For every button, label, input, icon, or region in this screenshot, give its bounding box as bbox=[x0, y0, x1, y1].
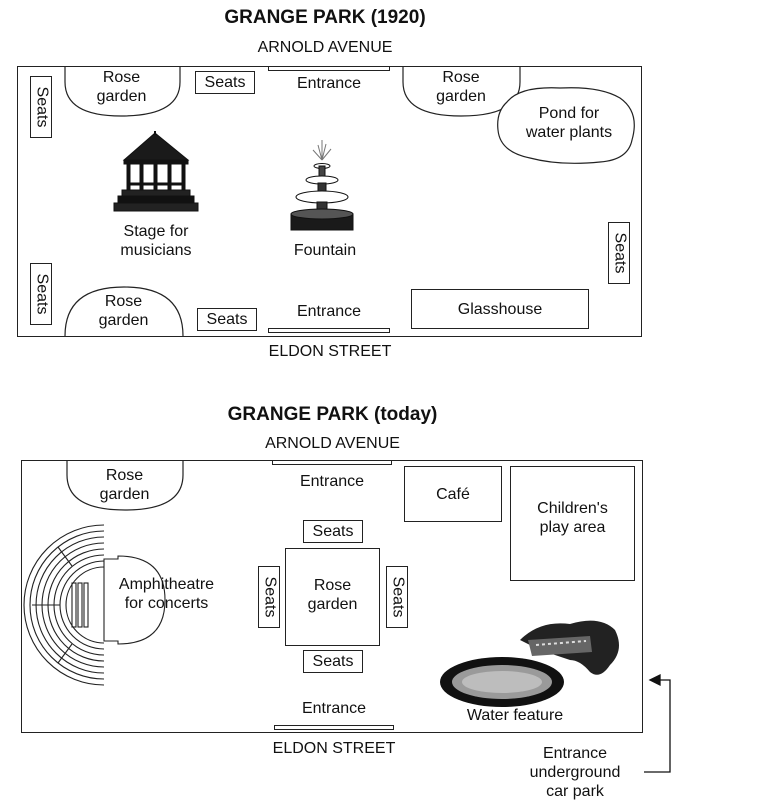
seats-top-today: Seats bbox=[303, 520, 363, 543]
rose-garden-bottom-left-shape bbox=[64, 286, 184, 337]
pond-shape bbox=[497, 87, 635, 164]
car-park-entrance-label: Entrance underground car park bbox=[529, 745, 621, 800]
seats-left-bottom-1920: Seats bbox=[30, 263, 52, 325]
seats-right-today-label: Seats bbox=[389, 576, 407, 618]
seats-left-today-label: Seats bbox=[261, 576, 279, 618]
cafe: Café bbox=[404, 466, 502, 522]
map-today-north-street: ARNOLD AVENUE bbox=[265, 435, 400, 452]
entrance-bottom-gate-today bbox=[274, 725, 394, 730]
seats-bottom-today: Seats bbox=[303, 650, 363, 673]
entrance-top-gate-1920 bbox=[268, 66, 390, 71]
rose-garden-bottom-left-label: Rose garden bbox=[98, 293, 149, 329]
seats-top-1920: Seats bbox=[195, 71, 255, 94]
entrance-bottom-gate-1920 bbox=[268, 328, 390, 333]
rose-garden-center bbox=[285, 548, 380, 646]
rose-garden-top-left-shape bbox=[64, 67, 181, 117]
map-today-title: GRANGE PARK (today) bbox=[227, 404, 438, 425]
glasshouse: Glasshouse bbox=[411, 289, 589, 329]
stage-label: Stage for musicians bbox=[120, 223, 192, 259]
rose-garden-top-right-label: Rose garden bbox=[436, 69, 486, 105]
map-1920-south-street: ELDON STREET bbox=[268, 343, 392, 360]
amphitheatre-icon bbox=[23, 524, 166, 686]
entrance-bottom-label-today: Entrance bbox=[301, 700, 367, 717]
stage-icon bbox=[113, 131, 199, 212]
water-feature-label: Water feature bbox=[466, 707, 564, 724]
map-1920-north-street: ARNOLD AVENUE bbox=[257, 39, 393, 56]
entrance-top-gate-today bbox=[272, 460, 392, 465]
entrance-bottom-label-1920: Entrance bbox=[296, 303, 362, 320]
pond-label: Pond for water plants bbox=[525, 105, 613, 141]
fountain-label: Fountain bbox=[293, 242, 357, 259]
map-1920-title: GRANGE PARK (1920) bbox=[224, 7, 426, 28]
rose-garden-center-label: Rose garden bbox=[307, 577, 358, 613]
fountain-icon bbox=[290, 140, 354, 231]
map-today-south-street: ELDON STREET bbox=[272, 740, 396, 757]
car-park-arrow bbox=[644, 673, 671, 773]
seats-left-today: Seats bbox=[258, 566, 280, 628]
rose-garden-top-label-today: Rose garden bbox=[99, 467, 150, 503]
seats-left-top-1920: Seats bbox=[30, 76, 52, 138]
rose-garden-top-left-label: Rose garden bbox=[96, 69, 147, 105]
seats-right-today: Seats bbox=[386, 566, 408, 628]
seats-right-1920: Seats bbox=[608, 222, 630, 284]
water-feature-icon bbox=[440, 620, 619, 707]
entrance-top-label-today: Entrance bbox=[299, 473, 365, 490]
seats-bottom-1920: Seats bbox=[197, 308, 257, 331]
amphitheatre-label: Amphitheatre for concerts bbox=[118, 576, 215, 612]
rose-garden-top-shape bbox=[66, 461, 184, 511]
entrance-top-label-1920: Entrance bbox=[296, 75, 362, 92]
childrens-play-area: Children's play area bbox=[510, 466, 635, 581]
